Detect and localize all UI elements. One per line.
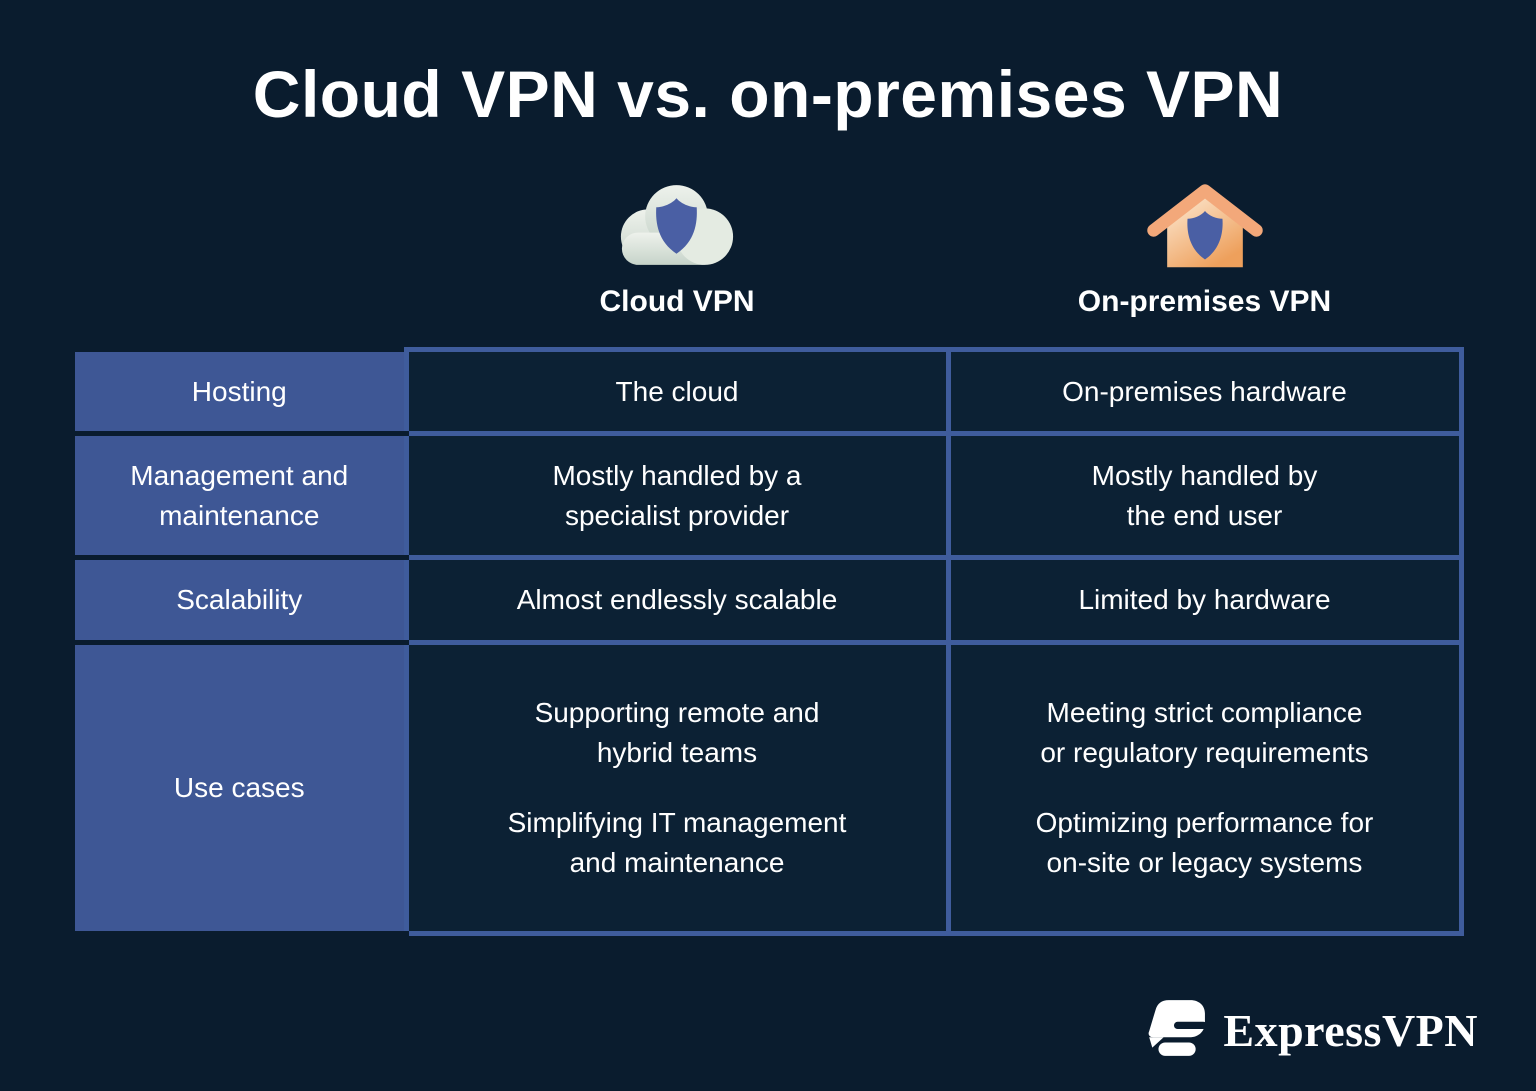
table-row-scalability: Scalability Almost endlessly scalable Li… — [75, 555, 1464, 645]
page-title: Cloud VPN vs. on-premises VPN — [252, 57, 1284, 131]
cloud-shield-icon — [611, 178, 744, 275]
on-premises-column-header: On-premises VPN — [948, 178, 1461, 319]
row-label-scalability: Scalability — [75, 555, 409, 645]
cloud-vpn-column-header: Cloud VPN — [406, 178, 948, 319]
cell-use-cases-onprem: Meeting strict compliance or regulatory … — [945, 640, 1464, 936]
column-icons-row: Cloud VPN On-premises VPN — [75, 178, 1461, 319]
infographic: Cloud VPN vs. on-premises VPN — [0, 56, 1536, 1091]
cell-management-onprem: Mostly handled by the end user — [945, 431, 1464, 560]
use-case-cloud-2: Simplifying IT management and maintenanc… — [507, 807, 847, 878]
table-row-hosting: Hosting The cloud On-premises hardware — [75, 347, 1464, 436]
cloud-vpn-label: Cloud VPN — [599, 285, 755, 318]
cell-scalability-cloud: Almost endlessly scalable — [403, 555, 951, 645]
spacer-column — [75, 178, 406, 319]
cell-management-cloud: Mostly handled by a specialist provider — [403, 431, 951, 560]
table-row-use-cases: Use cases Supporting remote and hybrid t… — [75, 640, 1464, 936]
brand-wordmark: ExpressVPN — [1223, 1005, 1478, 1056]
row-label-management: Management and maintenance — [75, 431, 409, 560]
brand-footer: ExpressVPN — [1143, 998, 1478, 1063]
row-label-hosting: Hosting — [75, 347, 409, 436]
cell-hosting-onprem: On-premises hardware — [945, 347, 1464, 436]
on-premises-vpn-label: On-premises VPN — [1077, 285, 1332, 318]
cell-scalability-onprem: Limited by hardware — [945, 555, 1464, 645]
row-label-use-cases: Use cases — [75, 640, 409, 936]
cell-use-cases-cloud: Supporting remote and hybrid teams Simpl… — [403, 640, 951, 936]
use-case-onprem-1: Meeting strict compliance or regulatory … — [1040, 697, 1369, 768]
use-case-onprem-2: Optimizing performance for on-site or le… — [1035, 807, 1374, 878]
house-shield-icon — [1142, 178, 1268, 275]
cell-hosting-cloud: The cloud — [403, 347, 951, 436]
use-case-cloud-1: Supporting remote and hybrid teams — [534, 697, 820, 768]
comparison-table: Hosting The cloud On-premises hardware M… — [75, 347, 1464, 936]
expressvpn-logo-icon — [1143, 998, 1208, 1063]
table-row-management: Management and maintenance Mostly handle… — [75, 431, 1464, 560]
